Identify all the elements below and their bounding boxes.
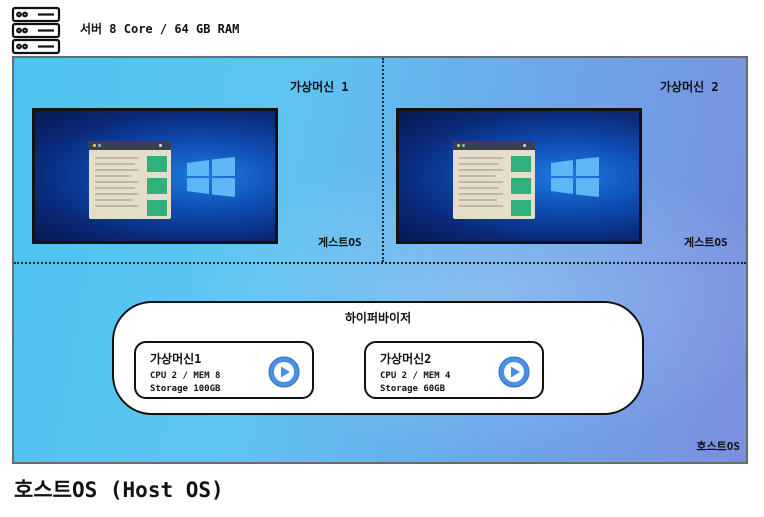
vm2-guest-os-label: 게스트OS	[684, 236, 728, 249]
server-rack-icon	[11, 6, 61, 55]
vm-divider-vertical	[382, 58, 384, 262]
host-os-area: 가상머신 1 게스트OS 가상머신 2	[12, 56, 748, 464]
vm1-app-window-icon	[89, 141, 171, 219]
vm2-play-icon[interactable]	[498, 356, 530, 388]
hypervisor-vm1-spec-cpu-mem: CPU 2 / MEM 8	[150, 371, 221, 381]
hypervisor-vm2-spec: CPU 2 / MEM 4 Storage 60GB	[380, 370, 450, 396]
vm2-guest-desktop	[396, 108, 642, 244]
vm2-title: 가상머신 2	[660, 80, 719, 94]
vm1-guest-desktop	[32, 108, 278, 244]
vm2-windows-logo-icon	[551, 157, 599, 197]
vm2-app-window-icon	[453, 141, 535, 219]
hypervisor-vm2-spec-cpu-mem: CPU 2 / MEM 4	[380, 371, 451, 381]
vm1-title: 가상머신 1	[290, 80, 349, 94]
vm1-windows-logo-icon	[187, 157, 235, 197]
hypervisor-title: 하이퍼바이저	[344, 311, 412, 325]
vm1-play-icon[interactable]	[268, 356, 300, 388]
hypervisor-vm1-card: 가상머신1 CPU 2 / MEM 8 Storage 100GB	[134, 341, 314, 399]
hypervisor-vm2-card: 가상머신2 CPU 2 / MEM 4 Storage 60GB	[364, 341, 544, 399]
diagram-caption: 호스트OS (Host OS)	[14, 478, 224, 502]
hypervisor-vm1-spec-storage: Storage 100GB	[150, 384, 221, 394]
vm1-guest-os-label: 게스트OS	[318, 236, 362, 249]
vm-divider-horizontal	[14, 262, 746, 264]
hypervisor-box: 하이퍼바이저 가상머신1 CPU 2 / MEM 8 Storage 100GB…	[112, 301, 644, 415]
hypervisor-vm1-spec: CPU 2 / MEM 8 Storage 100GB	[150, 370, 220, 396]
host-os-label: 호스트OS	[696, 440, 740, 453]
server-spec-label: 서버 8 Core / 64 GB RAM	[80, 22, 240, 36]
hypervisor-vm2-spec-storage: Storage 60GB	[380, 384, 446, 394]
hypervisor-vm1-name: 가상머신1	[150, 352, 202, 366]
hypervisor-vm2-name: 가상머신2	[380, 352, 432, 366]
